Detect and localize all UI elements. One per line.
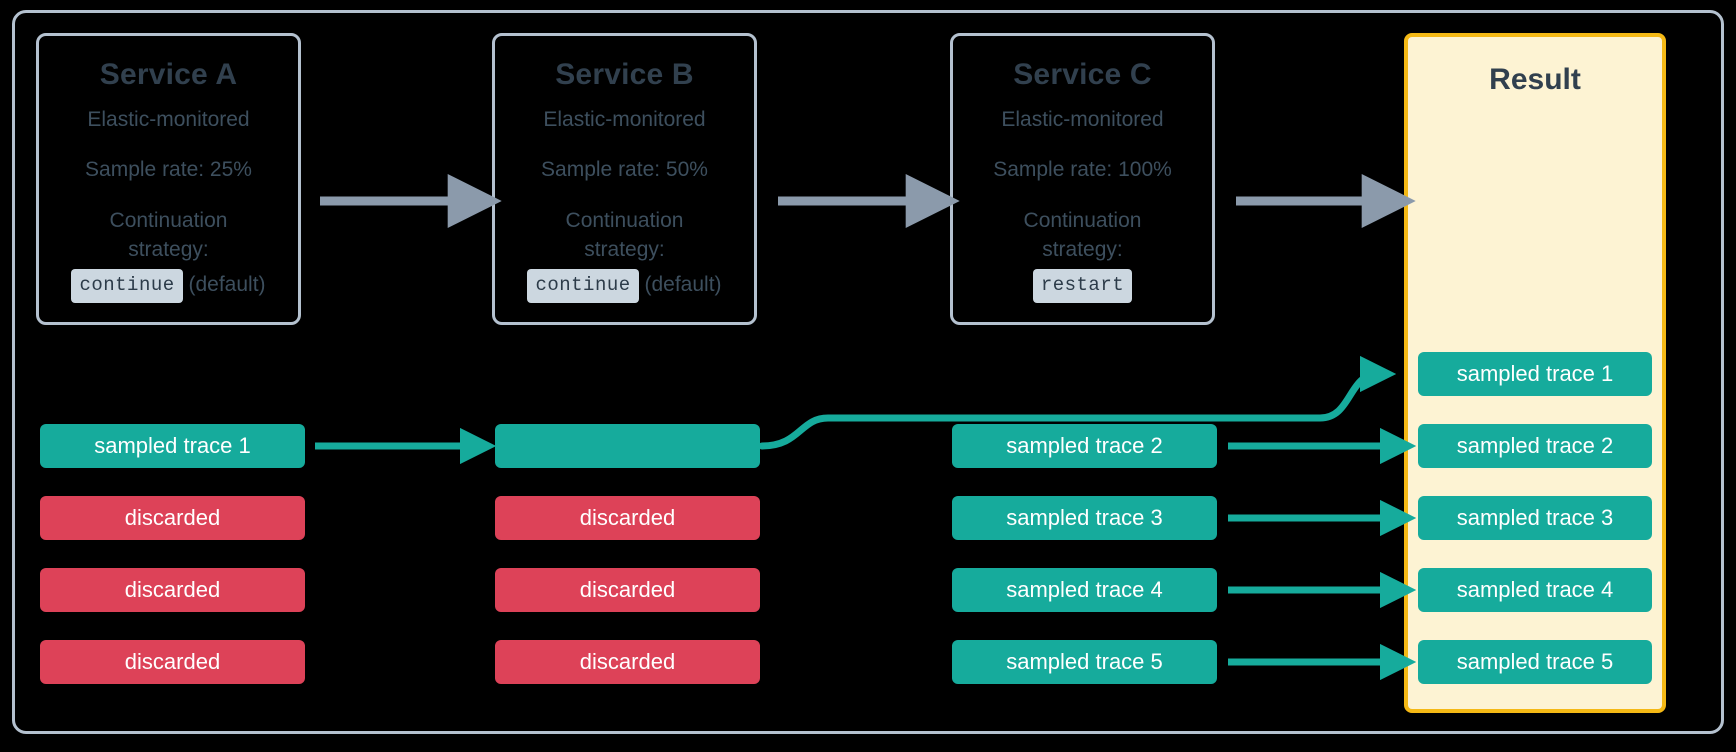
service-a-strategy: Continuation strategy: continue (default… (71, 207, 266, 303)
result-bar-5: sampled trace 5 (1418, 640, 1652, 684)
service-c-sample-rate: Sample rate: 100% (993, 157, 1172, 181)
service-a-title: Service A (99, 58, 238, 91)
service-c-strategy-label-1: Continuation (1023, 209, 1142, 233)
trace-bar-a-1: sampled trace 1 (40, 424, 305, 468)
service-card-a: Service A Elastic-monitored Sample rate:… (36, 33, 301, 325)
trace-bar-a-3-label: discarded (124, 577, 221, 602)
trace-bar-c-2: sampled trace 3 (952, 496, 1217, 540)
service-a-strategy-value: continue (71, 269, 183, 303)
trace-bar-a-2-label: discarded (124, 505, 221, 530)
service-a-monitored: Elastic-monitored (87, 108, 250, 131)
service-c-strategy: Continuation strategy: restart (1023, 207, 1142, 303)
service-card-b: Service B Elastic-monitored Sample rate:… (492, 33, 757, 325)
service-a-strategy-note: (default) (188, 273, 266, 297)
service-b-strategy-label-1: Continuation (565, 209, 684, 233)
trace-bar-c-4-label: sampled trace 5 (1006, 649, 1163, 674)
service-c-strategy-label-2: strategy: (1042, 238, 1123, 262)
service-b-monitored: Elastic-monitored (543, 108, 706, 131)
result-bar-5-label: sampled trace 5 (1456, 649, 1614, 674)
result-bar-1: sampled trace 1 (1418, 352, 1652, 396)
trace-bar-b-4-label: discarded (579, 649, 676, 674)
service-c-title: Service C (1013, 58, 1152, 91)
result-bar-2: sampled trace 2 (1418, 424, 1652, 468)
result-bar-3: sampled trace 3 (1418, 496, 1652, 540)
trace-bar-b-2-label: discarded (579, 505, 676, 530)
service-b-strategy-label-2: strategy: (584, 238, 665, 262)
service-a-strategy-label-2: strategy: (128, 238, 209, 262)
result-bar-3-label: sampled trace 3 (1456, 505, 1614, 530)
service-a-sample-rate: Sample rate: 25% (85, 157, 252, 181)
service-b-strategy-value: continue (527, 269, 639, 303)
trace-bar-c-1: sampled trace 2 (952, 424, 1217, 468)
trace-bar-b-3-label: discarded (579, 577, 676, 602)
trace-bar-a-3: discarded (40, 568, 305, 612)
result-bar-1-label: sampled trace 1 (1456, 361, 1614, 386)
trace-bar-a-4-label: discarded (124, 649, 221, 674)
trace-bar-c-3: sampled trace 4 (952, 568, 1217, 612)
trace-bar-a-2: discarded (40, 496, 305, 540)
trace-bar-c-2-label: sampled trace 3 (1006, 505, 1163, 530)
trace-bar-a-4: discarded (40, 640, 305, 684)
result-bar-4-label: sampled trace 4 (1456, 577, 1614, 602)
service-b-title: Service B (555, 58, 694, 91)
service-b-strategy: Continuation strategy: continue (default… (527, 207, 722, 303)
trace-bar-b-2: discarded (495, 496, 760, 540)
trace-bar-a-1-label: sampled trace 1 (94, 433, 251, 458)
service-c-strategy-value: restart (1032, 269, 1133, 303)
service-b-sample-rate: Sample rate: 50% (541, 157, 708, 181)
result-bar-2-label: sampled trace 2 (1456, 433, 1614, 458)
trace-bar-b-3: discarded (495, 568, 760, 612)
trace-bar-b-1 (495, 424, 760, 468)
trace-bar-c-3-label: sampled trace 4 (1006, 577, 1163, 602)
trace-bar-b-4: discarded (495, 640, 760, 684)
service-card-c: Service C Elastic-monitored Sample rate:… (950, 33, 1215, 325)
service-a-strategy-label-1: Continuation (109, 209, 228, 233)
service-b-strategy-note: (default) (644, 273, 722, 297)
trace-bar-c-1-label: sampled trace 2 (1006, 433, 1163, 458)
result-bar-4: sampled trace 4 (1418, 568, 1652, 612)
service-c-monitored: Elastic-monitored (1001, 108, 1164, 131)
trace-bar-c-4: sampled trace 5 (952, 640, 1217, 684)
result-title: Result (1489, 63, 1581, 96)
